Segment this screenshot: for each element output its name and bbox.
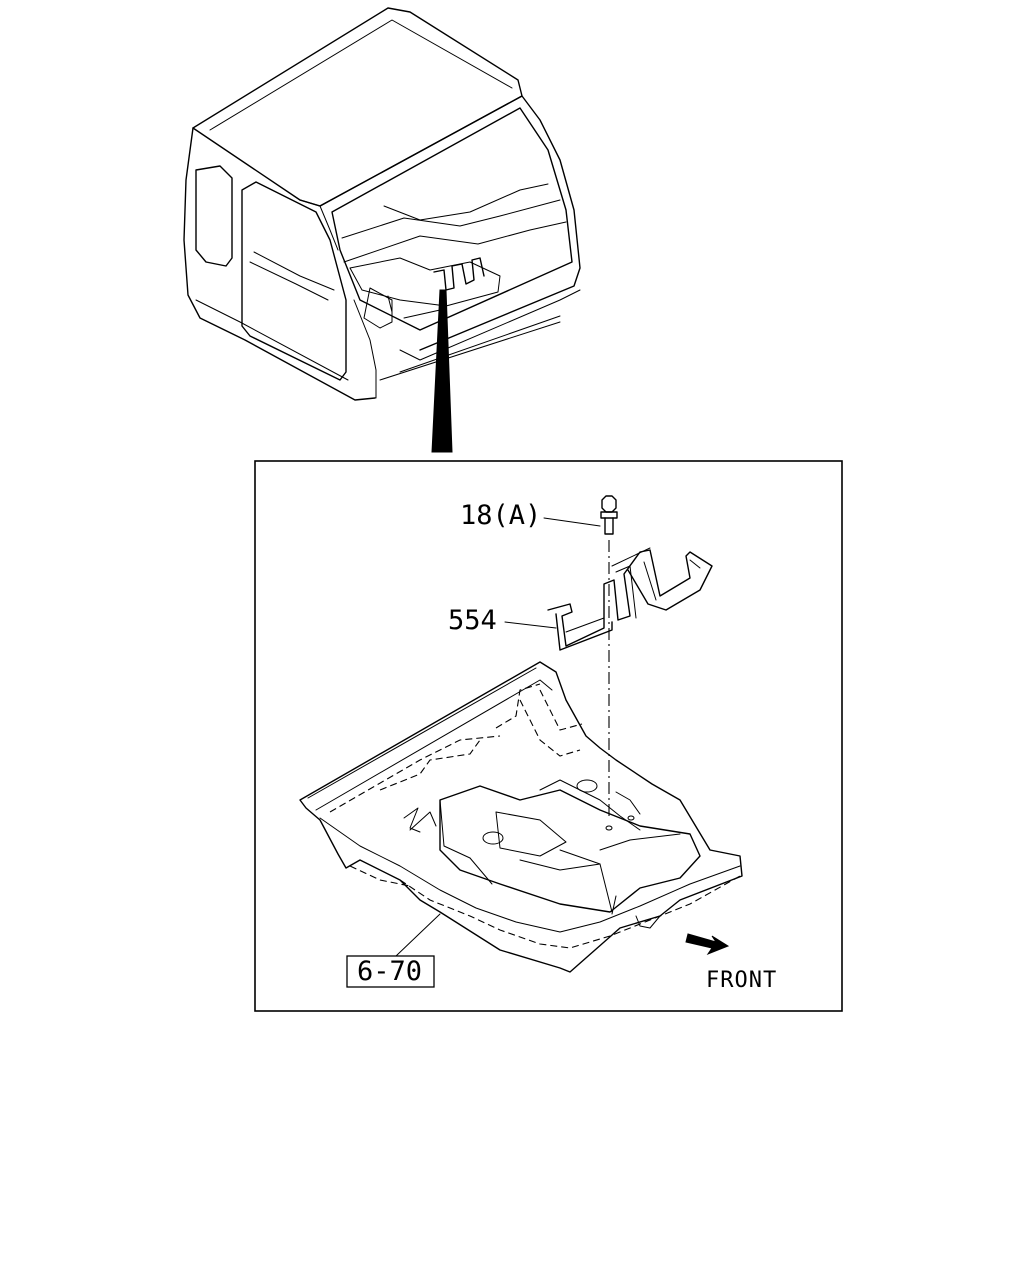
detail-frame bbox=[254, 460, 843, 1012]
front-label: FRONT bbox=[706, 968, 777, 993]
reference-leader bbox=[395, 913, 441, 957]
floor-panel-part bbox=[299, 661, 743, 973]
bolt-callout: 18(A) bbox=[460, 500, 541, 531]
front-arrow-icon bbox=[685, 933, 730, 956]
bolt-leader bbox=[543, 517, 601, 527]
bolt-part bbox=[600, 495, 618, 820]
reference-box bbox=[346, 955, 435, 988]
truck-cab-illustration bbox=[183, 7, 581, 453]
bracket-part bbox=[547, 547, 713, 651]
bracket-callout: 554 bbox=[448, 605, 497, 636]
reference-callout: 6-70 bbox=[357, 956, 422, 987]
bracket-leader bbox=[504, 621, 557, 629]
